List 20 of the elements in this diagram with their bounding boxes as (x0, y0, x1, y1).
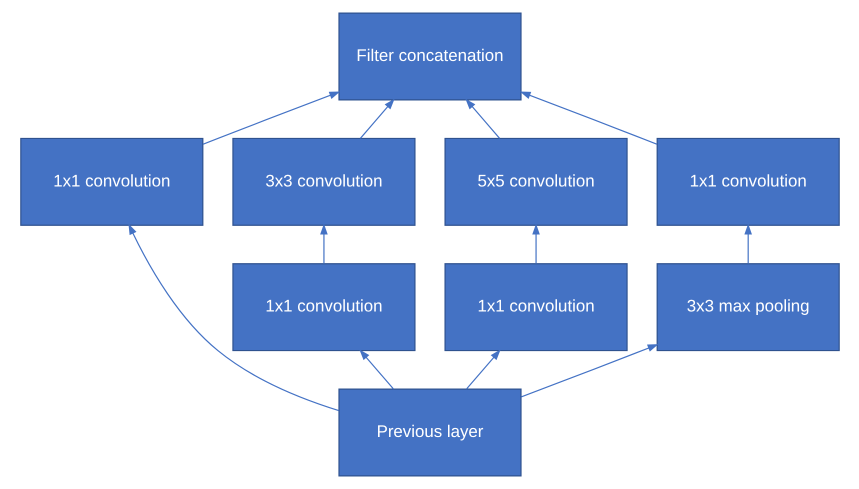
arrow (320, 224, 328, 264)
arrow (464, 98, 500, 139)
node-box: 1x1 convolution (232, 263, 416, 352)
arrow (519, 92, 657, 145)
node-box: 3x3 max pooling (656, 263, 840, 352)
node-box: 1x1 convolution (444, 263, 628, 352)
node-box: 1x1 convolution (656, 138, 840, 226)
node-box: 5x5 convolution (444, 138, 628, 226)
node-box: 1x1 convolution (20, 138, 203, 226)
node-box: Filter concatenation (338, 12, 522, 100)
arrow (359, 98, 394, 139)
arrow (202, 92, 340, 145)
arrow (532, 224, 540, 264)
arrow (520, 344, 658, 398)
node-box: Previous layer (338, 388, 522, 476)
node-box: 3x3 convolution (232, 138, 416, 226)
arrow (358, 349, 394, 390)
arrow (744, 224, 752, 264)
arrow (466, 349, 500, 390)
arrow (128, 224, 338, 412)
